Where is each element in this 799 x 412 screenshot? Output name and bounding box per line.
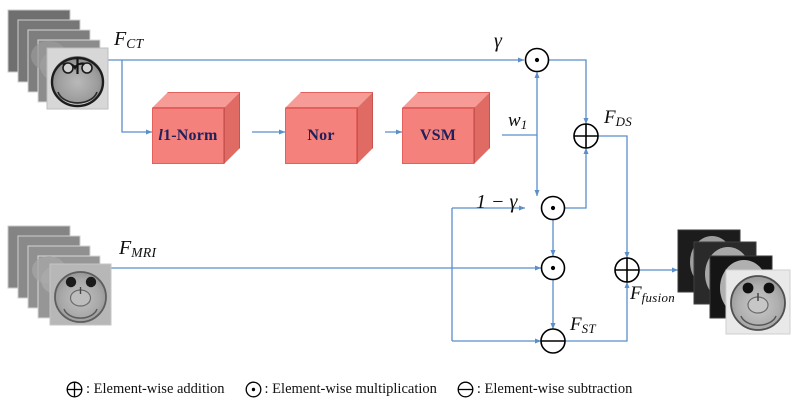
label-w1-sub: 1 [520, 116, 528, 132]
legend-item-subtraction: : Element-wise subtraction [457, 381, 632, 398]
label-w1: w1 [508, 111, 527, 132]
cube-front-face: VSM [402, 108, 474, 164]
multiplication-icon [245, 381, 261, 397]
ct-stack-svg [7, 9, 109, 110]
wire-add-ds-to-add-fusion [598, 135, 630, 259]
legend-subtraction-text: : Element-wise subtraction [476, 380, 633, 397]
wire-mul-gamma-to-add-ds [549, 59, 589, 125]
legend-item-addition: : Element-wise addition [66, 381, 225, 398]
label-w1-main: w [508, 110, 521, 131]
cube-front-face: l1-Norm [152, 108, 224, 164]
process-box-nor[interactable]: Nor [285, 92, 387, 172]
label-f-ct: FCT [114, 29, 143, 51]
label-f-st: FST [570, 315, 596, 336]
addition-icon [66, 381, 83, 397]
output-stack-fusion [676, 228, 796, 340]
operator-add-fusion [614, 257, 640, 283]
label-f-mri-sub: MRI [131, 244, 157, 260]
operator-sub-st [540, 328, 566, 354]
label-f-st-main: F [570, 314, 582, 335]
process-box-label: l1-Norm [158, 127, 217, 145]
label-f-fusion-sub: fusion [641, 289, 675, 305]
operator-mul-one-minus-gamma [540, 195, 566, 221]
process-box-label: VSM [420, 127, 456, 145]
label-f-fusion: Ffusion [630, 284, 675, 305]
legend-addition-text: : Element-wise addition [86, 380, 225, 397]
process-box-l1norm[interactable]: l1-Norm [152, 92, 254, 172]
fusion-stack-svg [677, 229, 791, 335]
operator-mul-mri [540, 255, 566, 281]
label-one-minus-gamma: 1 − γ [476, 191, 518, 213]
l1norm-rest: 1-Norm [163, 127, 218, 144]
process-box-vsm[interactable]: VSM [402, 92, 504, 172]
input-stack-ct [6, 8, 110, 112]
operator-mul-gamma [524, 47, 550, 73]
legend-item-multiplication: : Element-wise multiplication [245, 381, 437, 398]
label-f-ds: FDS [604, 108, 632, 129]
label-gamma: γ [494, 30, 502, 52]
mri-stack-svg [7, 225, 112, 326]
label-f-fusion-main: F [630, 283, 642, 304]
input-stack-mri [6, 224, 114, 328]
label-f-mri-main: F [119, 237, 132, 259]
wire-mul-onemg-to-add-ds [565, 147, 589, 209]
l1norm-italic-l: l [158, 127, 164, 144]
legend: : Element-wise addition : Element-wise m… [66, 376, 766, 402]
subtraction-icon [457, 381, 474, 397]
label-f-mri: FMRI [119, 238, 156, 260]
label-f-st-sub: ST [581, 320, 596, 336]
vsm-rest: VSM [419, 127, 457, 144]
label-f-ct-main: F [114, 28, 127, 50]
wire-sub-st-to-add-fusion [565, 281, 630, 342]
label-f-ds-main: F [604, 107, 616, 128]
label-f-ct-sub: CT [126, 35, 144, 51]
legend-multiplication-text: : Element-wise multiplication [264, 380, 437, 397]
label-f-ds-sub: DS [615, 113, 632, 129]
cube-front-face: Nor [285, 108, 357, 164]
operator-add-ds [573, 123, 599, 149]
nor-rest: Nor [307, 127, 335, 144]
process-box-label: Nor [307, 127, 334, 145]
wire-ct-to-l1norm [121, 60, 153, 135]
